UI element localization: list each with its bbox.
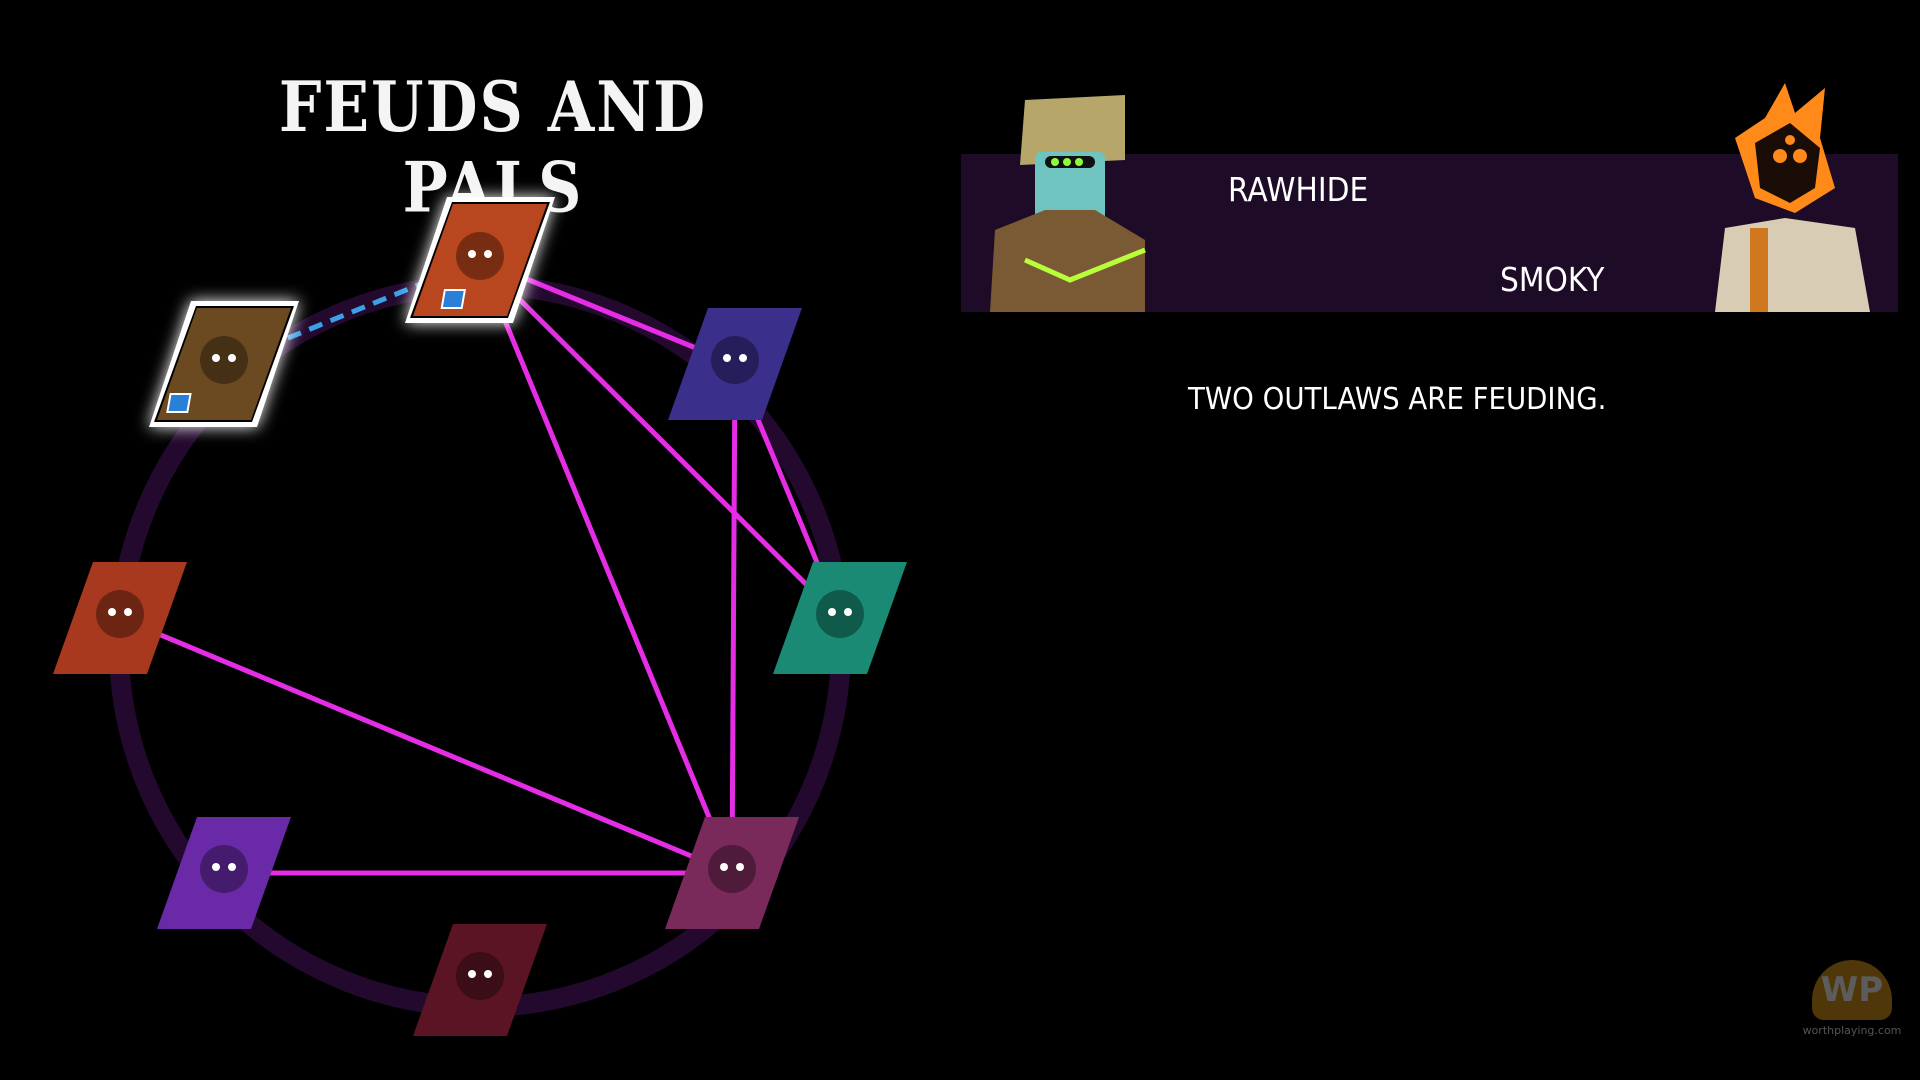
eye-icon — [844, 608, 852, 616]
feud-line — [729, 363, 738, 874]
eye-icon — [468, 250, 476, 258]
portrait-card — [413, 204, 547, 316]
portrait-face-icon — [816, 590, 864, 638]
portrait-face-icon — [708, 845, 756, 893]
portrait-face-icon — [200, 845, 248, 893]
eye-icon — [108, 608, 116, 616]
portrait-face-icon — [711, 336, 759, 384]
outlaw-node-hat-ghost[interactable] — [668, 308, 802, 420]
portrait-card — [157, 308, 291, 420]
outlaw-a-name: RAWHIDE — [1228, 170, 1369, 209]
outlaw-node-green-hood[interactable] — [773, 562, 907, 674]
portrait-face-icon — [456, 232, 504, 280]
feud-line — [477, 259, 735, 874]
outlaw-b-name: SMOKY — [1500, 260, 1605, 299]
watermark: WP worthplaying.com — [1797, 960, 1907, 1037]
eye-icon — [484, 250, 492, 258]
eye-icon — [228, 863, 236, 871]
feud-line — [119, 615, 733, 876]
portrait-face-icon — [96, 590, 144, 638]
portrait-card — [665, 817, 799, 929]
portrait-card — [53, 562, 187, 674]
eye-icon — [736, 863, 744, 871]
page-title: FEUDS AND PALS — [278, 67, 708, 229]
eye-icon — [828, 608, 836, 616]
eye-icon — [723, 354, 731, 362]
outlaw-node-flaming-skull[interactable] — [405, 197, 555, 323]
outlaw-node-octopus[interactable] — [413, 924, 547, 1036]
eye-icon — [484, 970, 492, 978]
eye-icon — [212, 863, 220, 871]
eye-icon — [468, 970, 476, 978]
outlaw-node-purple-cowboy[interactable] — [665, 817, 799, 929]
outlaw-node-pink-spiky[interactable] — [157, 817, 291, 929]
event-description: TWO OUTLAWS ARE FEUDING. — [1188, 382, 1607, 417]
feud-line — [478, 258, 842, 620]
feud-graph — [53, 197, 907, 1036]
smoky-portrait — [1715, 83, 1870, 312]
feud-badge-icon — [440, 289, 467, 309]
eye-icon — [720, 863, 728, 871]
eye-icon — [739, 354, 747, 362]
portrait-face-icon — [456, 952, 504, 1000]
portrait-face-icon — [200, 336, 248, 384]
eye-icon — [212, 354, 220, 362]
watermark-url: worthplaying.com — [1802, 1024, 1902, 1037]
portrait-card — [668, 308, 802, 420]
outlaw-node-horse[interactable] — [53, 562, 187, 674]
portrait-card — [413, 924, 547, 1036]
eye-icon — [124, 608, 132, 616]
portrait-card — [773, 562, 907, 674]
eye-icon — [228, 354, 236, 362]
rawhide-portrait — [990, 95, 1146, 312]
feud-badge-icon — [166, 393, 192, 413]
portrait-card — [157, 817, 291, 929]
watermark-logo-icon: WP — [1812, 960, 1892, 1020]
outlaw-node-robot-cowboy[interactable] — [149, 301, 299, 427]
